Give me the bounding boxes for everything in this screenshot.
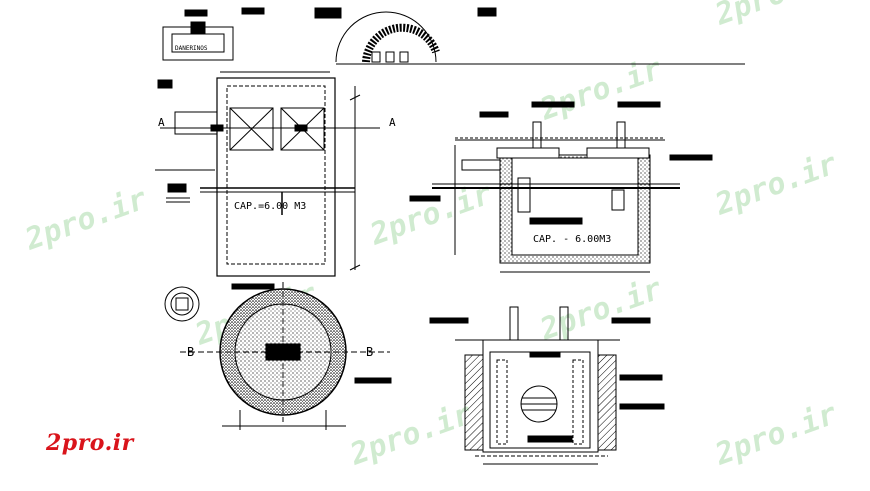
- watermark: 2pro.ir: [710, 0, 842, 33]
- watermark: 2pro.ir: [535, 51, 667, 127]
- watermark: 2pro.ir: [20, 181, 152, 257]
- section-labels: CAP. - 6.00M3: [533, 234, 611, 245]
- circular-labels: B B: [187, 345, 373, 359]
- watermark: 2pro.ir: [535, 271, 667, 347]
- watermark: 2pro.ir: [710, 146, 842, 222]
- brand-logo: 2pro.ir: [46, 430, 134, 456]
- section-capacity-label: CAP. - 6.00M3: [533, 234, 611, 245]
- top-detail-left: DANERINOS: [162, 7, 497, 61]
- section-view-b: [429, 306, 665, 465]
- section-mark-a-left: A: [158, 116, 165, 129]
- plan-capacity-label: CAP.=6.00 M3: [234, 201, 306, 212]
- section-view-a: [409, 101, 713, 273]
- section-mark-b-left: B: [187, 345, 194, 359]
- watermark: 2pro.ir: [345, 396, 477, 472]
- section-mark-a-right: A: [389, 116, 396, 129]
- watermark: 2pro.ir: [710, 396, 842, 472]
- circular-plan: [164, 282, 392, 430]
- plan-view: [155, 71, 380, 277]
- watermark-layer: 2pro.ir 2pro.ir 2pro.ir 2pro.ir 2pro.ir …: [20, 0, 842, 473]
- top-detail-arch: [335, 11, 745, 65]
- top-detail-caption: DANERINOS: [175, 45, 208, 52]
- plan-labels: A A CAP.=6.00 M3: [158, 116, 396, 212]
- section-mark-b-right: B: [366, 345, 373, 359]
